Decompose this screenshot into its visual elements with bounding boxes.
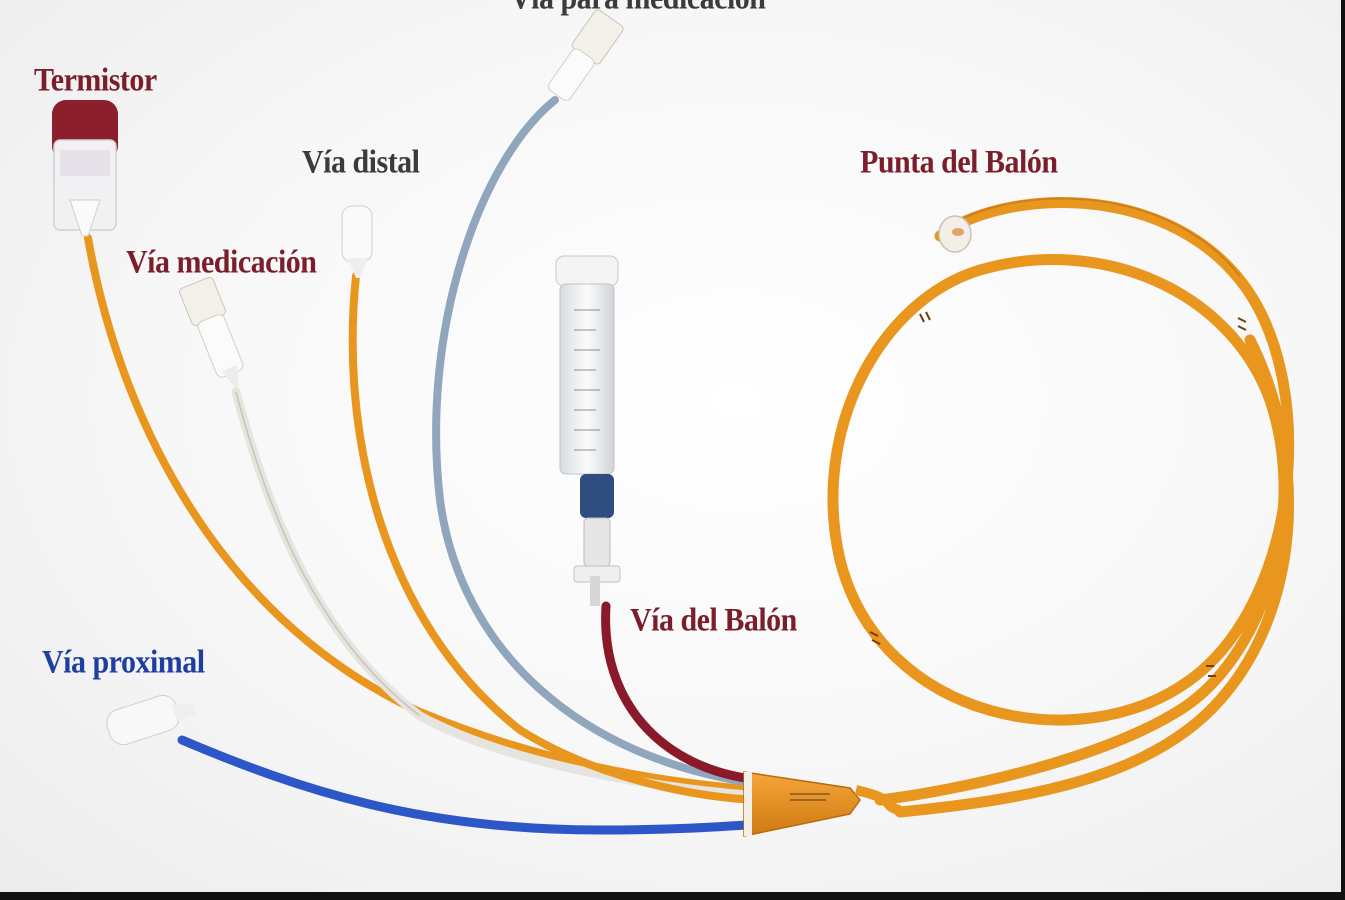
syringe (556, 256, 620, 606)
thermistor-connector (52, 100, 118, 236)
distal-tube (353, 276, 760, 800)
top-connector (543, 8, 625, 105)
label-via-medicacion: Vía medicación (126, 245, 316, 282)
label-via-del-balon: Vía del Balón (630, 603, 797, 640)
balloon-coil (833, 202, 1289, 812)
label-via-distal: Vía distal (302, 145, 420, 182)
balloon-tip (939, 216, 971, 252)
label-via-proximal: Vía proximal (42, 645, 205, 682)
medication-connector (178, 276, 253, 393)
distal-connector (342, 206, 372, 278)
label-termistor: Termistor (34, 63, 157, 100)
label-punta-del-balon: Punta del Balón (860, 145, 1058, 182)
label-via-para-medicacion: Vía para medicación (510, 0, 765, 17)
